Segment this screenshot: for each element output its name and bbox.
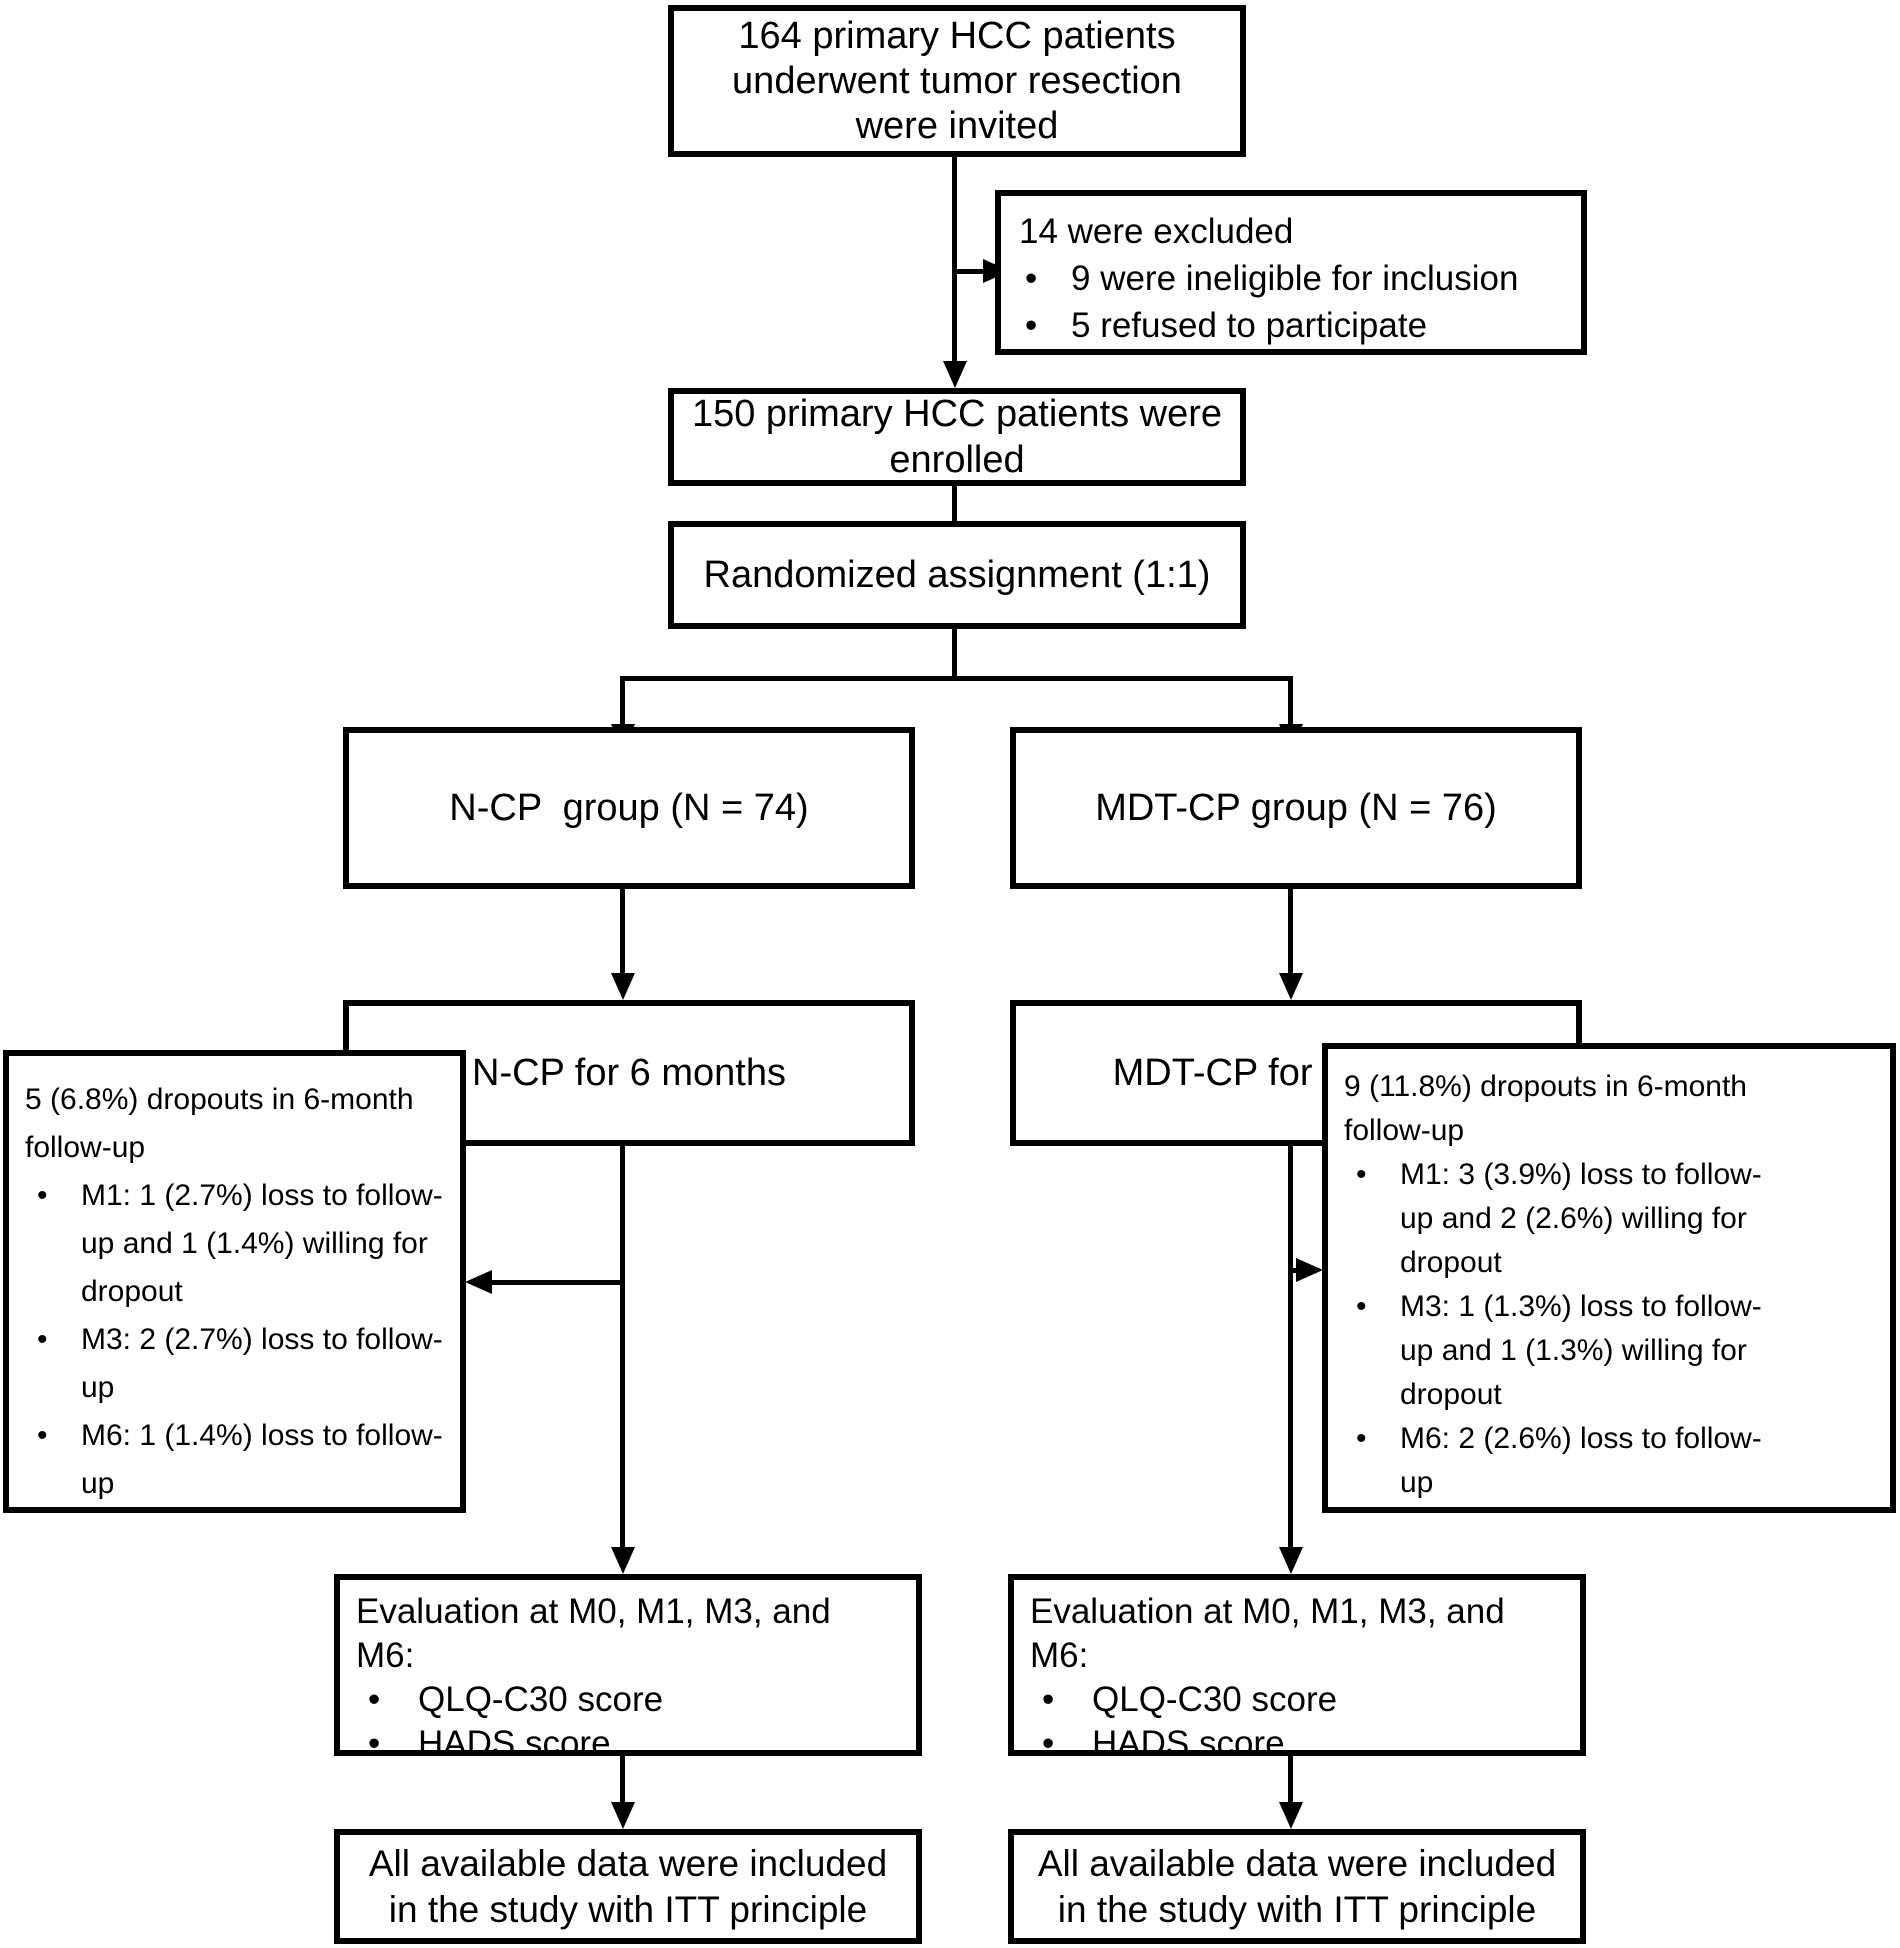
arrowhead-mdt-evaluation bbox=[1279, 1547, 1303, 1574]
connector-enrolled-to-randomized bbox=[952, 485, 957, 522]
excluded-title: 14 were excluded bbox=[1019, 212, 1294, 251]
mdt-group-box: MDT-CP group (N = 76) bbox=[1010, 727, 1582, 889]
ncp-itt-line-2: in the study with ITT principle bbox=[388, 1888, 868, 1930]
excluded-bullet-2-text: 5 refused to participate bbox=[1071, 306, 1428, 345]
mdt-dropout-bullet-1: • M1: 3 (3.9%) loss to follow- up and 2 … bbox=[1342, 1153, 1882, 1285]
invited-box: 164 primary HCC patients underwent tumor… bbox=[668, 5, 1246, 157]
ncp-intervention-box: N-CP for 6 months bbox=[343, 1000, 915, 1146]
bullet-icon: • bbox=[37, 1419, 48, 1452]
connector-to-ncp-dropout bbox=[490, 1280, 622, 1285]
bullet-icon: • bbox=[1042, 1724, 1055, 1763]
mdt-evaluation-title-line-1: Evaluation at M0, M1, M3, and bbox=[1030, 1592, 1505, 1631]
invited-line-1: 164 primary HCC patients bbox=[738, 14, 1176, 57]
arrowhead-mdt-intervention bbox=[1279, 973, 1303, 1000]
ncp-dropout-title-line-2: follow-up bbox=[25, 1131, 146, 1164]
connector-to-excluded bbox=[952, 269, 986, 274]
randomized-label: Randomized assignment (1:1) bbox=[703, 554, 1211, 596]
mdt-dropout-box: 9 (11.8%) dropouts in 6-month follow-up … bbox=[1322, 1043, 1896, 1513]
ncp-dropout-box: 5 (6.8%) dropouts in 6-month follow-up •… bbox=[3, 1050, 466, 1513]
mdt-evaluation-bullet-2: •HADS score bbox=[1030, 1722, 1572, 1766]
bullet-icon: • bbox=[368, 1724, 381, 1763]
connector-to-mdt-dropout bbox=[1288, 1268, 1298, 1273]
connector-ncp-group-to-intervention bbox=[620, 889, 625, 976]
mdt-evaluation-title-line-2: M6: bbox=[1030, 1636, 1089, 1675]
arrowhead-ncp-dropout bbox=[465, 1270, 492, 1294]
connector-invited-to-enrolled bbox=[952, 155, 957, 364]
connector-split-to-ncp-group bbox=[620, 676, 625, 727]
ncp-dropout-bullet-3: • M6: 1 (1.4%) loss to follow- up bbox=[23, 1412, 452, 1508]
mdt-dropout-bullet-2: • M3: 1 (1.3%) loss to follow- up and 1 … bbox=[1342, 1285, 1882, 1417]
ncp-dropout-title-line-1: 5 (6.8%) dropouts in 6-month bbox=[25, 1083, 414, 1116]
connector-mdt-evaluation-to-itt bbox=[1288, 1756, 1293, 1805]
excluded-box: 14 were excluded • 9 were ineligible for… bbox=[995, 190, 1587, 355]
ncp-dropout-bullet-1: • M1: 1 (2.7%) loss to follow- up and 1 … bbox=[23, 1172, 452, 1316]
mdt-group-label: MDT-CP group (N = 76) bbox=[1095, 787, 1497, 829]
connector-ncp-evaluation-to-itt bbox=[620, 1756, 625, 1805]
ncp-evaluation-title-line-1: Evaluation at M0, M1, M3, and bbox=[356, 1592, 831, 1631]
arrowhead-enrolled bbox=[943, 361, 967, 388]
split-line bbox=[620, 676, 1293, 681]
mdt-dropout-title-line-1: 9 (11.8%) dropouts in 6-month bbox=[1344, 1070, 1747, 1103]
excluded-bullet-1: • 9 were ineligible for inclusion bbox=[1019, 255, 1573, 302]
excluded-bullet-2: • 5 refused to participate bbox=[1019, 302, 1573, 349]
mdt-evaluation-box: Evaluation at M0, M1, M3, and M6: • QLQ-… bbox=[1008, 1574, 1586, 1763]
invited-line-3: were invited bbox=[855, 104, 1059, 147]
connector-split-to-mdt-group bbox=[1288, 676, 1293, 727]
randomized-box: Randomized assignment (1:1) bbox=[668, 521, 1246, 629]
arrowhead-mdt-dropout bbox=[1296, 1258, 1323, 1282]
ncp-group-label: N-CP group (N = 74) bbox=[449, 787, 809, 829]
arrowhead-ncp-evaluation bbox=[611, 1547, 635, 1574]
ncp-evaluation-box: Evaluation at M0, M1, M3, and M6: • QLQ-… bbox=[334, 1574, 922, 1763]
arrowhead-ncp-itt bbox=[611, 1802, 635, 1829]
ncp-itt-box: All available data were included in the … bbox=[334, 1829, 922, 1944]
ncp-dropout-bullet-2: • M3: 2 (2.7%) loss to follow- up bbox=[23, 1316, 452, 1412]
connector-randomized-to-split bbox=[952, 628, 957, 681]
ncp-evaluation-bullet-1: • QLQ-C30 score bbox=[356, 1678, 908, 1722]
mdt-dropout-title-line-2: follow-up bbox=[1344, 1114, 1465, 1147]
bullet-icon: • bbox=[1025, 306, 1038, 345]
mdt-itt-box: All available data were included in the … bbox=[1008, 1829, 1586, 1944]
bullet-icon: • bbox=[1356, 1290, 1367, 1323]
ncp-evaluation-title-line-2: M6: bbox=[356, 1636, 415, 1675]
mdt-itt-line-2: in the study with ITT principle bbox=[1057, 1888, 1537, 1930]
bullet-icon: • bbox=[37, 1179, 48, 1212]
ncp-itt-line-1: All available data were included bbox=[368, 1842, 888, 1884]
connector-mdt-intervention-to-evaluation bbox=[1288, 1145, 1293, 1550]
excluded-bullet-1-text: 9 were ineligible for inclusion bbox=[1071, 259, 1519, 298]
bullet-icon: • bbox=[368, 1680, 381, 1719]
mdt-itt-line-1: All available data were included bbox=[1037, 1842, 1557, 1884]
bullet-icon: • bbox=[37, 1323, 48, 1356]
invited-line-2: underwent tumor resection bbox=[732, 59, 1182, 102]
mdt-dropout-bullet-3: • M6: 2 (2.6%) loss to follow- up bbox=[1342, 1417, 1882, 1505]
enrolled-box: 150 primary HCC patients were enrolled bbox=[668, 388, 1246, 486]
mdt-evaluation-bullet-1: • QLQ-C30 score bbox=[1030, 1678, 1572, 1722]
enrolled-line-2: enrolled bbox=[889, 439, 1025, 481]
enrolled-line-1: 150 primary HCC patients were bbox=[691, 393, 1223, 435]
ncp-evaluation-bullet-2: • HADS score bbox=[356, 1722, 908, 1766]
arrowhead-mdt-itt bbox=[1279, 1802, 1303, 1829]
arrowhead-ncp-intervention bbox=[611, 973, 635, 1000]
bullet-icon: • bbox=[1356, 1158, 1367, 1191]
bullet-icon: • bbox=[1042, 1680, 1055, 1719]
bullet-icon: • bbox=[1356, 1422, 1367, 1455]
connector-ncp-intervention-to-evaluation bbox=[620, 1145, 625, 1550]
connector-mdt-group-to-intervention bbox=[1288, 889, 1293, 976]
bullet-icon: • bbox=[1025, 259, 1038, 298]
ncp-intervention-label: N-CP for 6 months bbox=[472, 1052, 786, 1094]
ncp-group-box: N-CP group (N = 74) bbox=[343, 727, 915, 889]
